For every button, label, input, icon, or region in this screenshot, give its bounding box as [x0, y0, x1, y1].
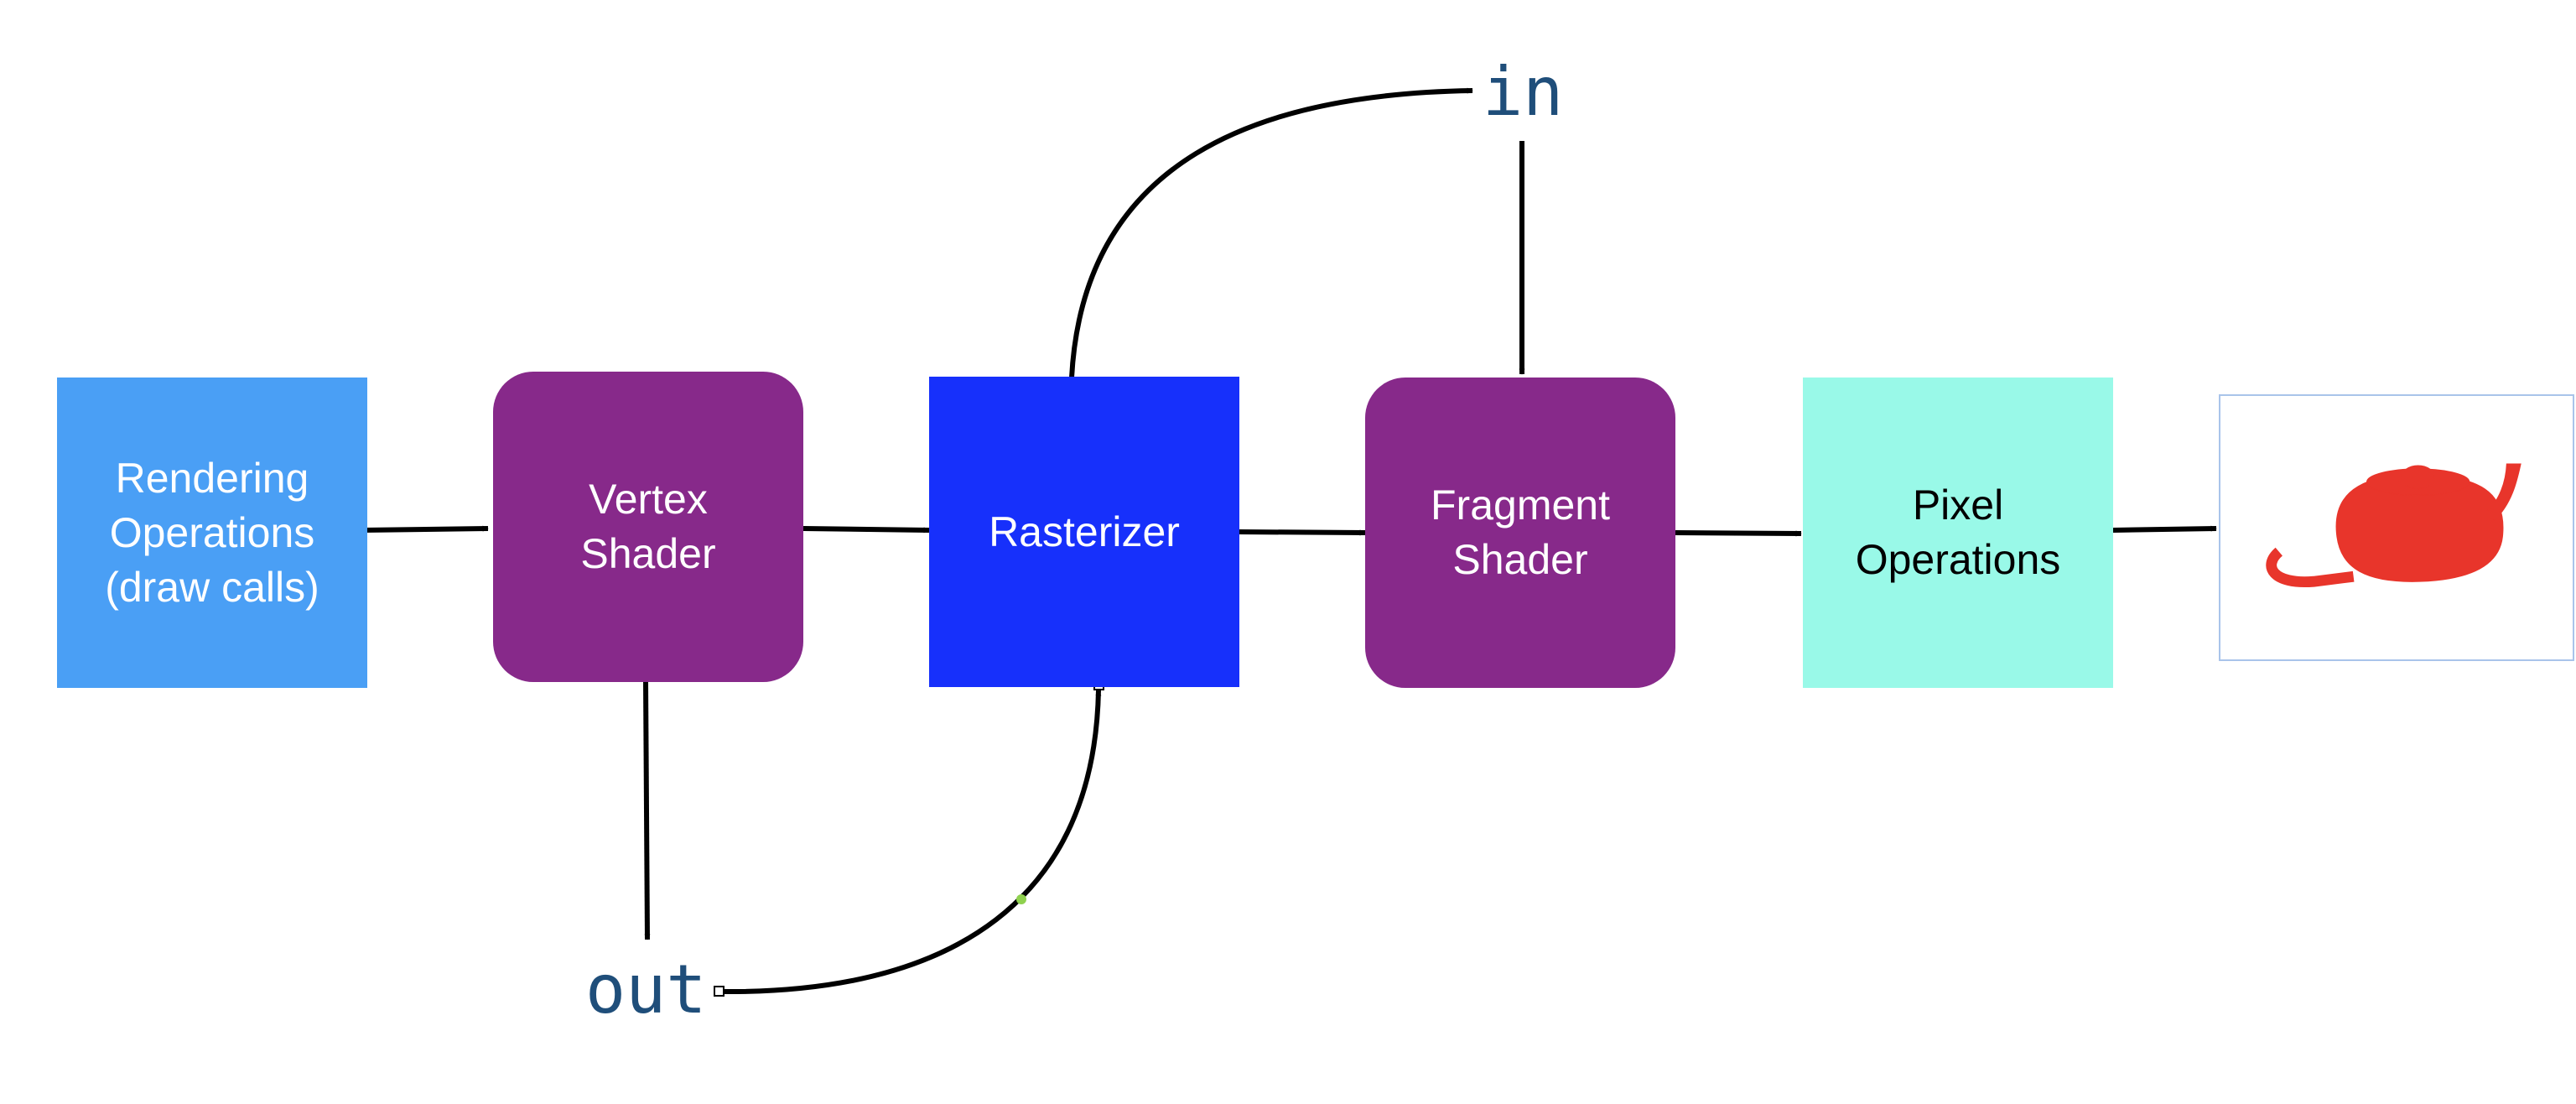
- fragment-shader-box[interactable]: Fragment Shader: [1365, 378, 1675, 688]
- vertex-shader-label: Vertex Shader: [580, 476, 716, 577]
- pixel-operations-box[interactable]: Pixel Operations: [1803, 378, 2113, 688]
- rendering-operations-label: Rendering Operations (draw calls): [105, 454, 319, 611]
- arrow-vertex-to-out: [643, 680, 651, 940]
- rasterizer-label: Rasterizer: [989, 508, 1180, 555]
- connector-midpoint-handle[interactable]: [1016, 894, 1026, 904]
- output-image-frame[interactable]: [2219, 394, 2574, 661]
- arrow-rasterizer-to-in: [1069, 87, 1473, 378]
- pixel-operations-label: Pixel Operations: [1855, 482, 2061, 583]
- rasterizer-box[interactable]: Rasterizer: [929, 377, 1239, 687]
- vertex-shader-box[interactable]: Vertex Shader: [493, 372, 803, 682]
- arrow-rasterizer-to-fragment: [1239, 529, 1366, 536]
- arrow-fragment-to-pixel: [1675, 530, 1802, 537]
- rendering-operations-box[interactable]: Rendering Operations (draw calls): [57, 378, 367, 688]
- arrow-out-to-rasterizer: [719, 690, 1102, 995]
- teapot-icon: [2266, 463, 2521, 588]
- in-variable-label: in: [1483, 53, 1564, 131]
- connector-handle[interactable]: [714, 986, 724, 997]
- arrow-rendering-to-vertex: [361, 525, 489, 533]
- out-variable-label: out: [585, 950, 707, 1028]
- arrow-pixel-to-output: [2112, 525, 2217, 533]
- fragment-shader-label: Fragment Shader: [1431, 482, 1610, 583]
- arrow-vertex-to-rasterizer: [802, 526, 930, 534]
